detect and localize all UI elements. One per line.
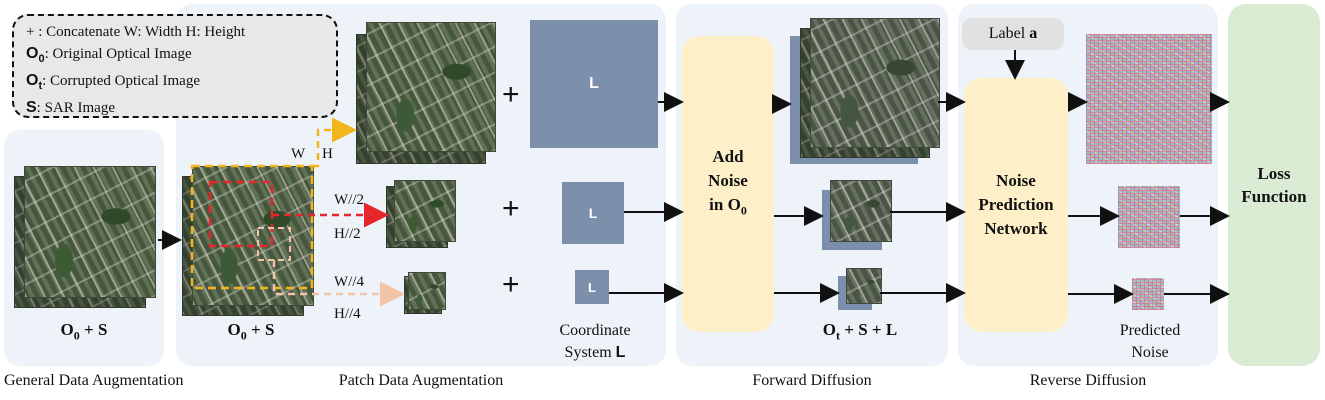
quarter-patch-optical — [408, 272, 446, 310]
forward-half-optical — [830, 180, 892, 242]
legend-line-original: O0: Original Optical Image — [26, 45, 192, 66]
height-label: H — [322, 146, 333, 162]
legend-line-corrupted: Ot: Corrupted Optical Image — [26, 72, 200, 93]
width-label: W — [291, 146, 306, 162]
label-a-box: Label a — [962, 18, 1064, 50]
half-patch-optical — [394, 180, 456, 242]
coordinate-box-quarter: L — [575, 270, 609, 304]
legend-line-sar: S: SAR Image — [26, 99, 115, 117]
quarter-patch-outline — [257, 227, 291, 261]
quarter-width-label: W//4 — [334, 274, 364, 290]
half-width-label: W//2 — [334, 192, 364, 208]
patch-formula: O0 + S — [227, 320, 275, 343]
general-formula: O0 + S — [60, 320, 108, 343]
forward-quarter-optical — [846, 268, 882, 304]
legend-box: + : Concatenate W: Width H: Height O0: O… — [12, 14, 338, 118]
predicted-noise-half — [1118, 186, 1180, 248]
full-patch-optical — [366, 22, 496, 152]
predicted-noise-full — [1086, 34, 1212, 164]
patch-caption: Patch Data Augmentation — [338, 372, 504, 389]
general-caption: General Data Augmentation — [4, 372, 184, 389]
optical-image — [24, 166, 156, 298]
legend-line-concatenate: + : Concatenate W: Width H: Height — [26, 24, 246, 40]
plus-sign-full: + — [502, 78, 520, 111]
predicted-noise-quarter — [1132, 278, 1164, 310]
full-patch-arrow — [312, 117, 357, 168]
full-patch-outline — [190, 164, 314, 290]
half-height-label: H//2 — [334, 226, 361, 242]
half-patch-outline — [208, 180, 274, 248]
plus-sign-half: + — [502, 192, 520, 225]
forward-formula: Ot + S + L — [822, 320, 898, 343]
forward-full-optical — [810, 18, 940, 148]
coordinate-box-full: L — [530, 20, 658, 148]
coordinate-box-half: L — [562, 182, 624, 244]
plus-sign-quarter: + — [502, 268, 520, 301]
forward-caption: Forward Diffusion — [752, 372, 872, 389]
quarter-height-label: H//4 — [334, 306, 361, 322]
patch-source-optical — [192, 166, 314, 306]
coordinate-caption: Coordinate System L — [559, 322, 631, 361]
reverse-caption: Reverse Diffusion — [1029, 372, 1147, 389]
